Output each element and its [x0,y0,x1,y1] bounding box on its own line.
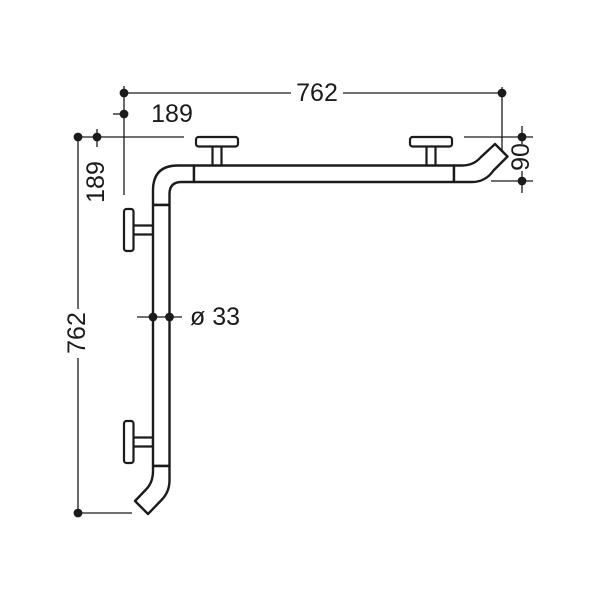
wall-flange-top-left [194,135,240,168]
flange-plate [194,135,240,148]
wall-flange-left-lower [122,419,155,465]
dimension-end-rise-90: 90 [464,126,535,193]
dimension-endpoint-dot [92,132,102,142]
flange-plate [122,207,135,253]
wall-flange-left-upper [122,207,155,253]
dimension-endpoint-dot [73,508,83,518]
grab-bar-tube [133,142,509,516]
dimension-overall-height-762: 762 [63,132,184,518]
flange-stem [131,224,155,236]
tube-right-end-curve [452,142,509,184]
dimension-endpoint-dot [165,312,174,322]
dimension-top-flange-offset-189: 189 [113,100,193,128]
flange-plate [122,419,135,465]
dimension-endpoint-dot [119,109,129,119]
flange-plate [408,135,454,148]
dimension-label-end-rise: 90 [507,143,535,171]
dimension-tube-diameter-33: ø 33 [137,303,240,331]
dimension-label-top-offset: 189 [151,100,193,128]
tube-corner-elbow [151,164,196,207]
dimension-endpoint-dot [517,132,527,142]
flange-stem [131,436,155,448]
dimension-label-left-offset: 189 [82,161,110,203]
dimension-label-tube-diameter: ø 33 [190,303,240,331]
dimension-endpoint-dot [497,88,507,98]
dimension-label-overall-width: 762 [296,79,338,107]
dimension-endpoint-dot [517,176,527,186]
tube-bottom-end-curve [133,464,171,516]
dimension-overall-width-762: 762 [119,79,507,195]
flange-stem [211,144,223,168]
dimension-left-flange-offset-189: 189 [82,129,110,203]
wall-flange-top-right [408,135,454,168]
dimension-label-overall-height: 762 [63,312,91,354]
tube-vertical-section [151,203,171,468]
dimension-endpoint-dot [119,88,129,98]
tube-horizontal-section [192,164,456,184]
dimension-endpoint-dot [148,312,158,322]
flange-stem [425,144,437,168]
dimension-endpoint-dot [73,132,83,142]
